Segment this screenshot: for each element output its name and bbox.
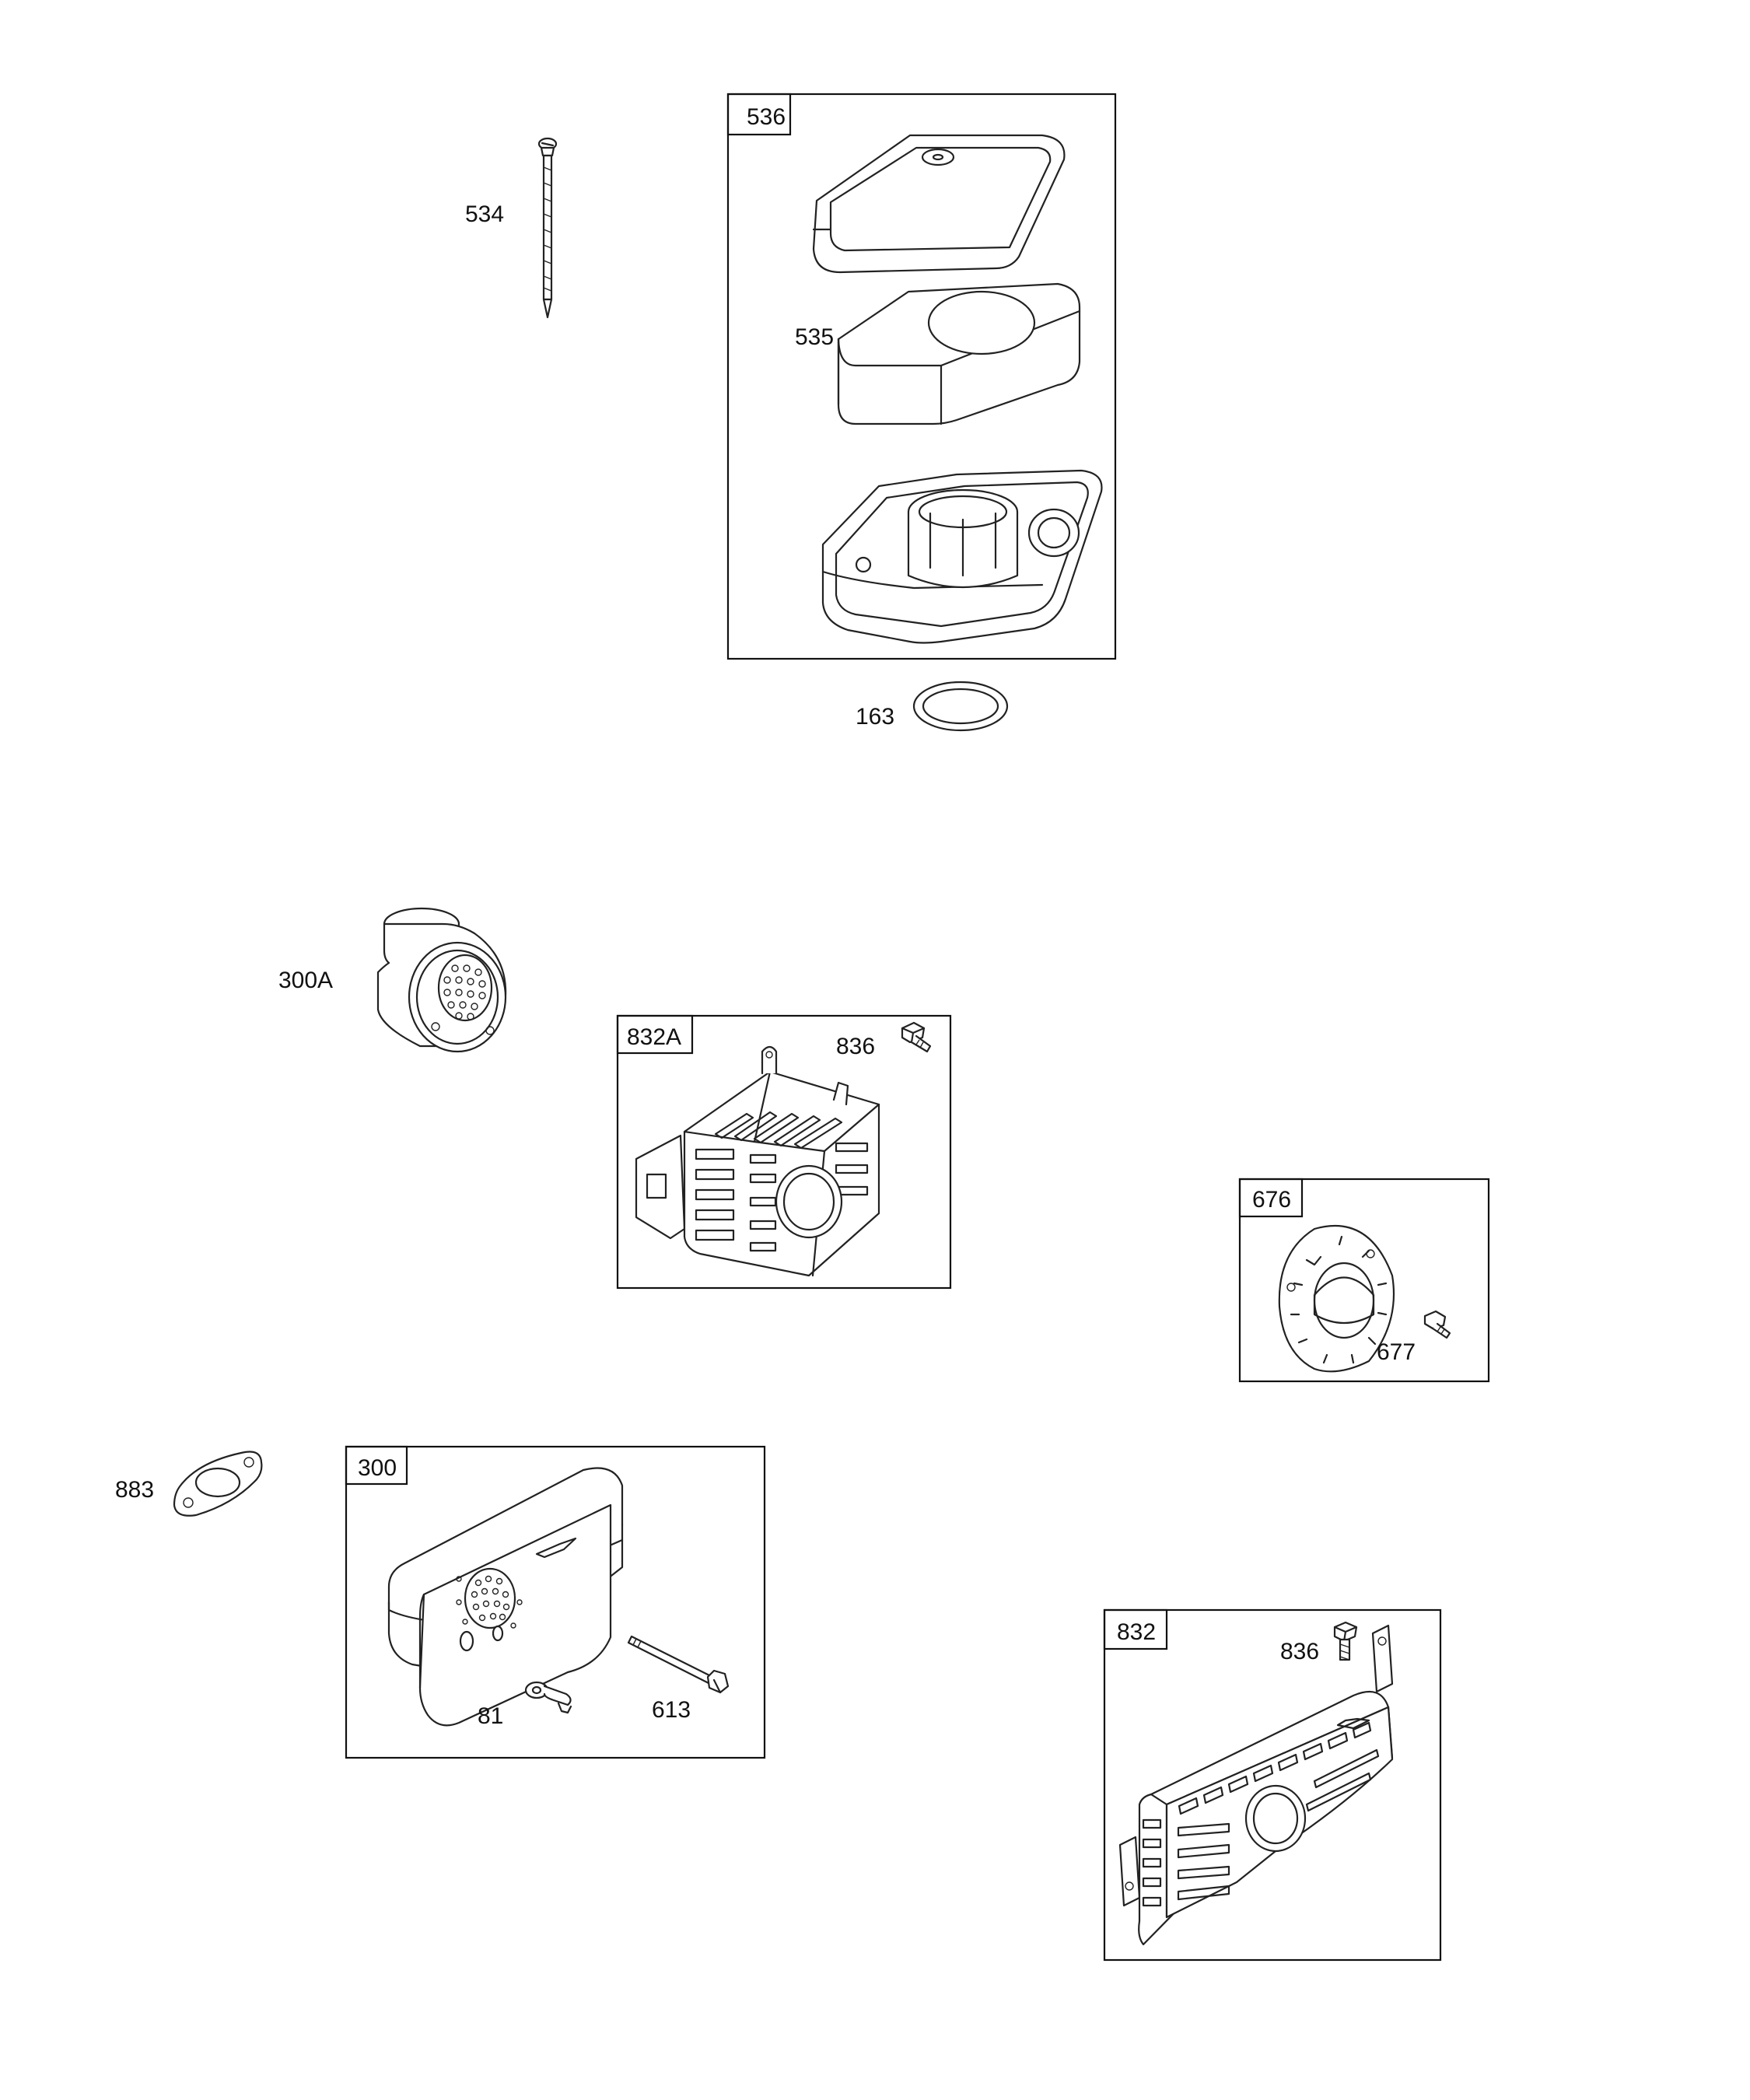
- part-300-muffler[interactable]: [387, 1467, 624, 1727]
- label-534: 534: [465, 201, 504, 227]
- label-613: 613: [652, 1697, 691, 1723]
- label-81: 81: [478, 1703, 503, 1729]
- assembly-tag-832: [1103, 1608, 1168, 1650]
- assembly-frame-300: [345, 1445, 766, 1759]
- part-836-screw-a[interactable]: [901, 1021, 932, 1053]
- part-81-lock-plate[interactable]: [524, 1681, 572, 1714]
- label-300: 300: [358, 1455, 397, 1481]
- assembly-tag-832A: [616, 1014, 694, 1055]
- label-535: 535: [795, 324, 834, 350]
- label-832A: 832A: [627, 1024, 681, 1050]
- part-832A-muffler-guard[interactable]: [635, 1045, 880, 1277]
- label-163: 163: [856, 704, 894, 730]
- part-613-bolt[interactable]: [627, 1635, 730, 1694]
- assembly-frame-676: [1238, 1178, 1490, 1383]
- assembly-tag-300: [345, 1445, 408, 1486]
- label-883: 883: [115, 1477, 154, 1503]
- part-300A-muffler[interactable]: [376, 907, 507, 1053]
- part-883-exhaust-gasket[interactable]: [173, 1451, 263, 1517]
- part-676-spark-arrester-deflector[interactable]: [1278, 1224, 1395, 1373]
- label-676: 676: [1252, 1187, 1291, 1213]
- part-536-air-cleaner-cover[interactable]: [812, 134, 1066, 274]
- assembly-tag-676: [1238, 1178, 1304, 1218]
- assembly-frame-536: [726, 93, 1117, 660]
- part-163-gasket[interactable]: [912, 681, 1009, 732]
- label-836-a: 836: [836, 1034, 875, 1059]
- part-534-screw[interactable]: [537, 137, 558, 319]
- part-677-screw[interactable]: [1423, 1310, 1451, 1339]
- part-836-screw-b[interactable]: [1333, 1621, 1358, 1661]
- assembly-frame-832: [1103, 1608, 1442, 1962]
- part-535-filter-element[interactable]: [837, 282, 1081, 425]
- label-536: 536: [747, 104, 786, 130]
- assembly-frame-832A: [616, 1014, 952, 1290]
- assembly-tag-536: [726, 93, 792, 136]
- label-677: 677: [1377, 1339, 1416, 1365]
- label-832: 832: [1117, 1619, 1156, 1645]
- part-832-muffler-guard[interactable]: [1118, 1624, 1394, 1946]
- label-300A: 300A: [278, 968, 333, 993]
- label-836-b: 836: [1280, 1639, 1319, 1664]
- part-536-air-cleaner-base[interactable]: [821, 469, 1103, 644]
